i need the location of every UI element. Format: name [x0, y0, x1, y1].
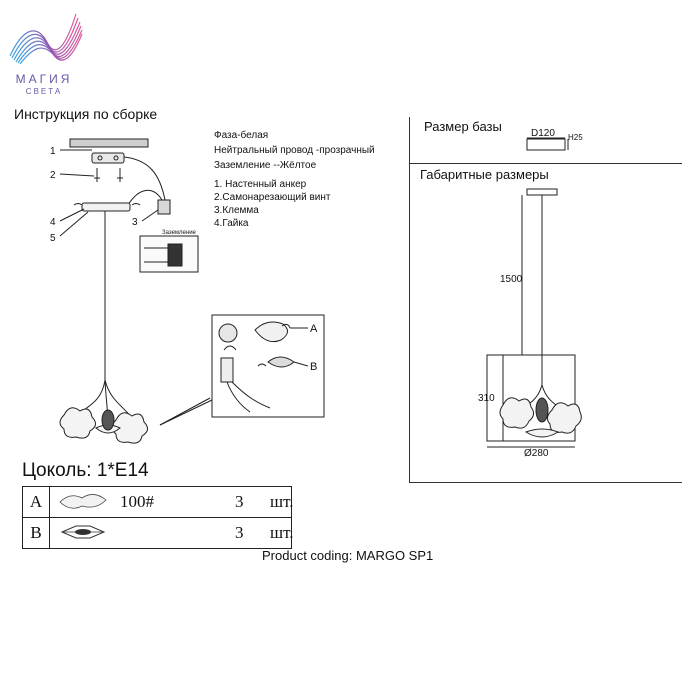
dimension-panel — [409, 117, 682, 483]
wiring-notes: Фаза-белая Нейтральный провод -прозрачны… — [214, 128, 375, 173]
row-unit: шт. — [270, 523, 294, 542]
product-coding: Product coding: MARGO SP1 — [262, 548, 434, 563]
fixture-bounding-box — [486, 354, 576, 442]
row-letter: B — [22, 517, 50, 549]
parts-list: 1. Настенный анкер 2.Самонарезающий винт… — [214, 178, 330, 230]
part-item-anchor: 1. Настенный анкер — [214, 179, 307, 190]
assembly-drawing: 1 2 3 4 5 Заземление A B — [50, 138, 325, 444]
table-row: B 3 шт. — [22, 517, 294, 549]
part-item-nut: 4.Гайка — [214, 218, 249, 229]
part-item-screw: 2.Самонарезающий винт — [214, 192, 331, 203]
ceiling-hatch — [69, 138, 149, 148]
callout-4: 4 — [50, 217, 56, 228]
logo-waves-icon — [9, 13, 83, 65]
logo-tagline: СВЕТА — [25, 87, 63, 96]
overall-canopy — [526, 188, 558, 196]
overall-size-title: Габаритные размеры — [420, 167, 549, 182]
wiring-note-phase: Фаза-белая — [214, 130, 269, 141]
base-outline — [526, 138, 566, 151]
row-qty: 3 — [235, 523, 244, 542]
table-row: A 100# 3 шт. — [22, 486, 294, 518]
parts-table: A 100# 3 шт. B 3 шт. — [22, 486, 294, 549]
callout-5: 5 — [50, 233, 56, 244]
base-diameter-label: D120 — [531, 128, 555, 139]
shade-flowers — [59, 407, 148, 444]
row-letter: A — [22, 486, 50, 518]
detail-callout-b: B — [310, 361, 317, 373]
fixture-diameter-label: Ø280 — [524, 448, 549, 459]
detail-callout-a: A — [310, 323, 318, 335]
row-code: 100# — [120, 492, 154, 511]
logo-name: МАГИЯ — [15, 72, 73, 86]
callout-3: 3 — [132, 217, 138, 228]
mounting-plate — [91, 152, 125, 164]
socket-label: Цоколь: 1*E14 — [22, 460, 149, 481]
part-item-terminal: 3.Клемма — [214, 205, 259, 216]
base-height-label: H25 — [568, 133, 583, 142]
brand-logo: МАГИЯ СВЕТА — [4, 6, 84, 102]
canopy — [81, 202, 131, 212]
wiring-note-neutral: Нейтральный провод -прозрачный — [214, 145, 375, 156]
row-unit: шт. — [270, 492, 294, 511]
callout-2: 2 — [50, 170, 56, 181]
panel-divider — [409, 163, 682, 164]
dimension-drawing: D120 H25 1500 310 Ø280 — [478, 128, 583, 459]
mount-plate-icon — [60, 525, 106, 539]
fixture-height-label: 310 — [478, 393, 495, 404]
row-qty: 3 — [235, 492, 244, 511]
terminal-block — [157, 199, 171, 215]
cable-length-label: 1500 — [500, 274, 523, 285]
assembly-title: Инструкция по сборке — [14, 106, 158, 122]
petal-shade-icon — [59, 494, 107, 509]
base-size-title: Размер базы — [424, 119, 502, 134]
callout-1: 1 — [50, 146, 56, 157]
wiring-note-ground: Заземление --Жёлтое — [214, 160, 317, 171]
terminal-ground-label: Заземление — [162, 230, 197, 236]
